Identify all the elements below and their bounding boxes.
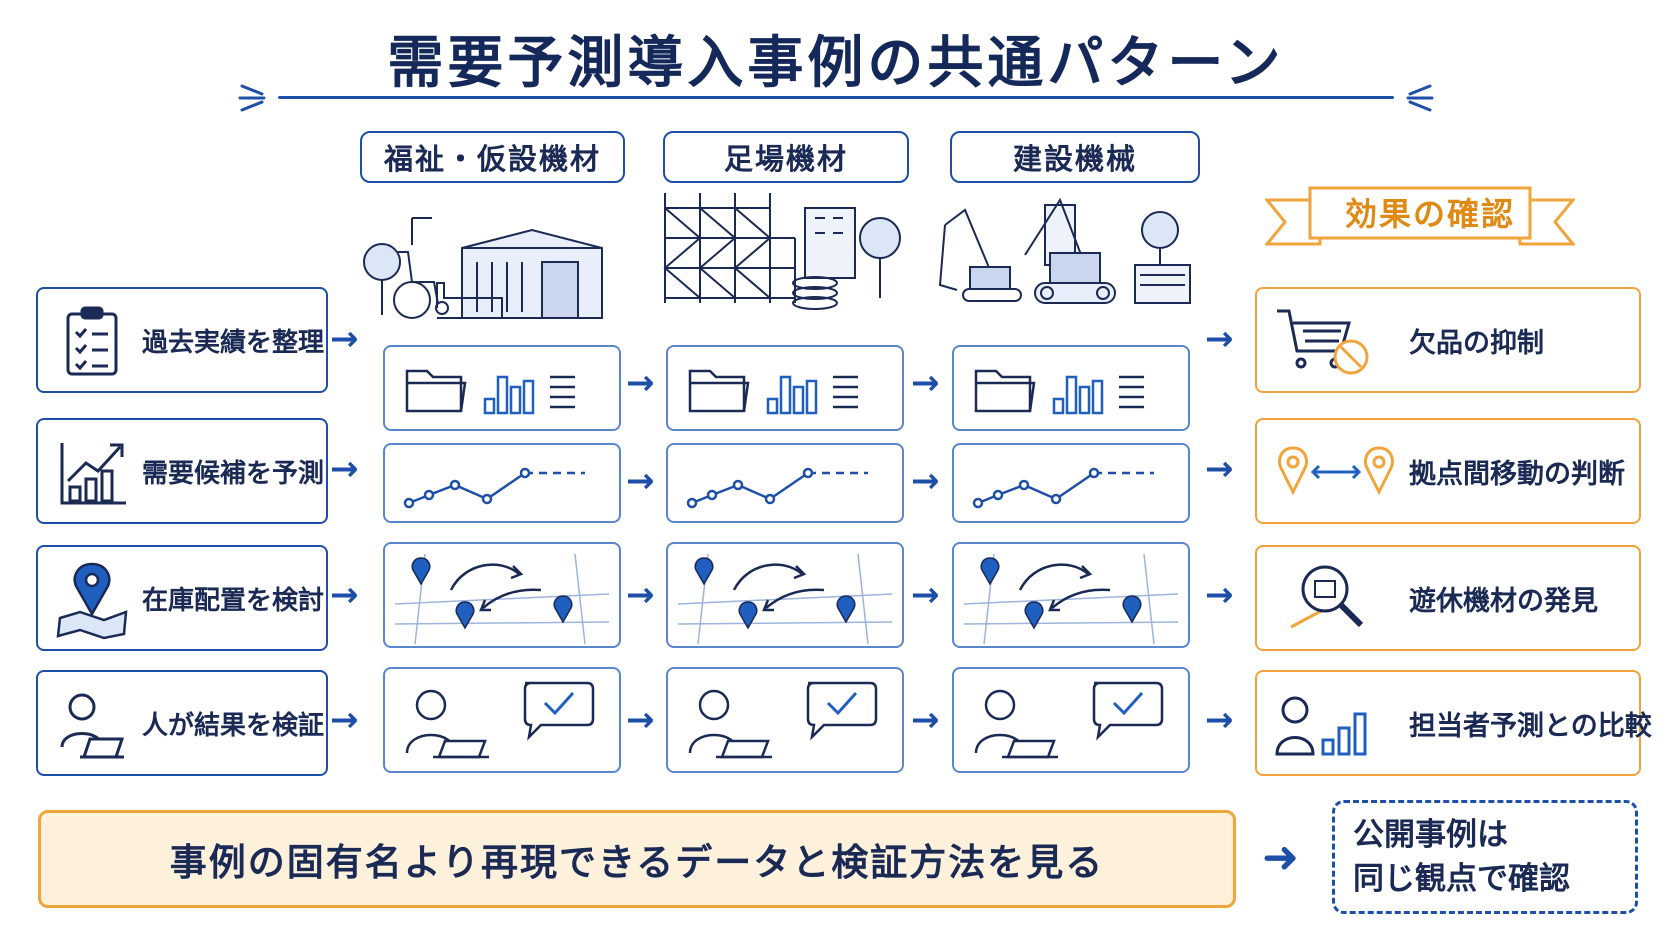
arrow-right-icon: →	[626, 700, 655, 740]
effect-label: 拠点間移動の判断	[1409, 458, 1625, 490]
placement-cell-welfare	[383, 542, 621, 648]
effect-header: 効果の確認	[1344, 195, 1515, 233]
arrow-right-icon: →	[330, 575, 359, 615]
step-box-inventory-placement: 在庫配置を検討	[36, 545, 328, 651]
arrow-right-icon: ➜	[1262, 832, 1299, 883]
arrow-right-icon: →	[1205, 700, 1234, 740]
bottom-message: 事例の固有名より再現できるデータと検証方法を見る	[38, 810, 1236, 908]
public-cases-line1: 公開事例は	[1353, 817, 1508, 853]
data-cell-welfare	[383, 345, 621, 431]
effect-label: 遊休機材の発見	[1409, 585, 1598, 617]
effect-box-stockout: 欠品の抑制	[1255, 287, 1641, 393]
arrow-right-icon: →	[911, 461, 940, 501]
column-header-construction: 建設機械	[950, 131, 1200, 183]
title-underline	[278, 96, 1394, 99]
placement-cell-construction	[952, 542, 1190, 648]
verify-cell-scaffolding	[666, 667, 904, 773]
forecast-cell-scaffolding	[666, 443, 904, 523]
cart-block-icon	[1277, 309, 1369, 375]
welfare-equipment-illustration	[363, 217, 603, 319]
step-label: 需要候補を予測	[142, 458, 325, 489]
location-transfer-icon	[1278, 446, 1394, 496]
effect-label: 欠品の抑制	[1409, 327, 1544, 359]
arrow-right-icon: →	[330, 700, 359, 740]
forecast-cell-construction	[952, 443, 1190, 523]
arrow-right-icon: →	[1205, 319, 1234, 359]
column-header-welfare: 福祉・仮設機材	[360, 131, 625, 183]
arrow-right-icon: →	[911, 575, 940, 615]
sparkle-right-icon	[1406, 84, 1434, 112]
effect-box-idle-equipment: 遊休機材の発見	[1255, 545, 1641, 651]
arrow-right-icon: →	[626, 575, 655, 615]
person-chart-icon	[1275, 696, 1367, 756]
effect-label: 担当者予測との比較	[1409, 710, 1652, 742]
column-header-scaffolding: 足場機材	[663, 131, 909, 183]
step-box-human-verification: 人が結果を検証	[36, 670, 328, 776]
magnifier-icon	[1290, 565, 1364, 629]
trend-chart-icon	[60, 443, 126, 505]
arrow-right-icon: →	[626, 363, 655, 403]
person-laptop-icon	[60, 693, 125, 759]
verify-cell-welfare	[383, 667, 621, 773]
arrow-right-icon: →	[1205, 575, 1234, 615]
arrow-right-icon: →	[911, 363, 940, 403]
step-label: 在庫配置を検討	[142, 585, 325, 616]
public-cases-note: 公開事例は 同じ観点で確認	[1332, 800, 1638, 914]
step-box-forecast-demand: 需要候補を予測	[36, 418, 328, 524]
arrow-right-icon: →	[330, 449, 359, 489]
forecast-cell-welfare	[383, 443, 621, 523]
step-label: 人が結果を検証	[142, 710, 325, 741]
step-label: 過去実績を整理	[142, 327, 325, 358]
scaffolding-illustration	[663, 193, 901, 310]
arrow-right-icon: →	[911, 700, 940, 740]
clipboard-checklist-icon	[66, 306, 118, 376]
placement-cell-scaffolding	[666, 542, 904, 648]
public-cases-line2: 同じ観点で確認	[1353, 861, 1570, 897]
construction-machinery-illustration	[938, 197, 1191, 304]
effect-box-compare: 担当者予測との比較	[1255, 670, 1652, 776]
effect-ribbon-banner	[1265, 186, 1575, 246]
data-cell-construction	[952, 345, 1190, 431]
data-cell-scaffolding	[666, 345, 904, 431]
sparkle-left-icon	[238, 84, 266, 112]
page-title: 需要予測導入事例の共通パターン	[387, 31, 1285, 96]
arrow-right-icon: →	[330, 319, 359, 359]
map-pin-icon	[56, 562, 128, 640]
step-box-organize-history: 過去実績を整理	[36, 287, 328, 393]
arrow-right-icon: →	[1205, 449, 1234, 489]
verify-cell-construction	[952, 667, 1190, 773]
effect-box-transfer: 拠点間移動の判断	[1255, 418, 1641, 524]
arrow-right-icon: →	[626, 461, 655, 501]
